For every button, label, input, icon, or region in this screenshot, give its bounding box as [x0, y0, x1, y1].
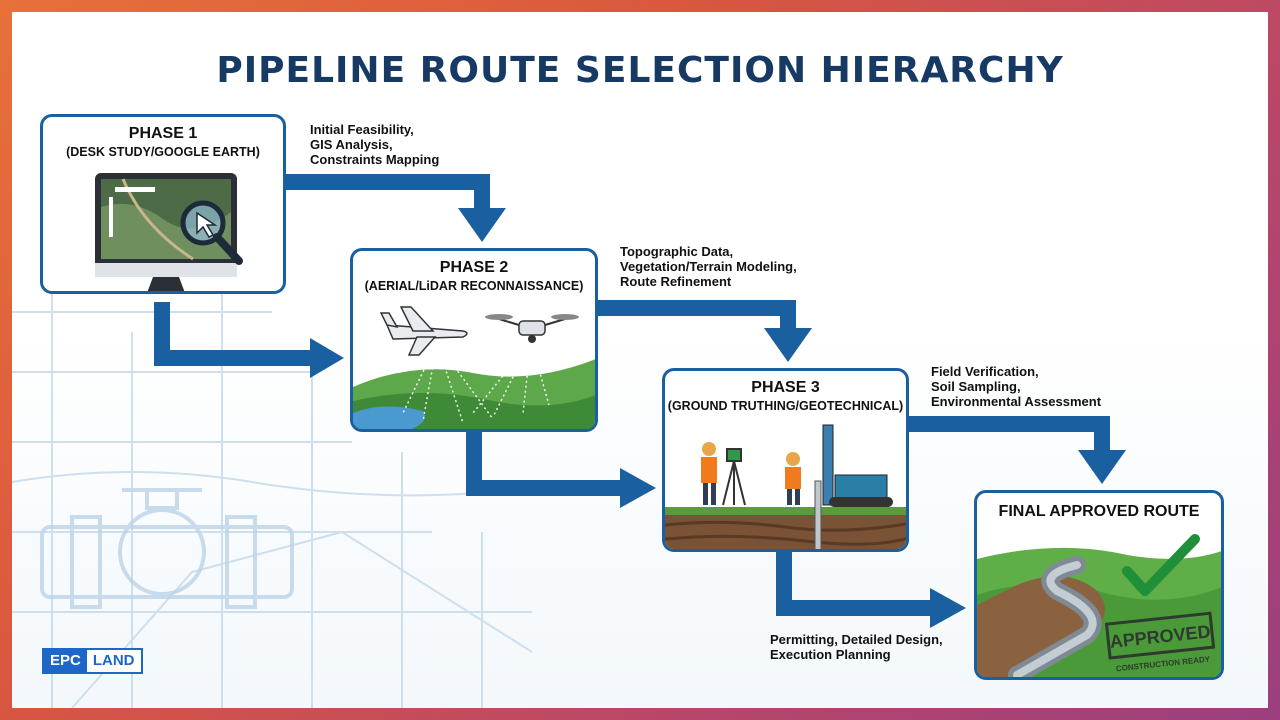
checkmark-icon	[1122, 534, 1200, 596]
phase-3-card: PHASE 3 (GROUND TRUTHING/GEOTECHNICAL)	[662, 368, 909, 552]
phase-3-subtitle: (GROUND TRUTHING/GEOTECHNICAL)	[667, 399, 904, 413]
arrow-phase2-to-phase3-top	[598, 300, 796, 330]
arrow-phase3-to-final-top	[909, 416, 1110, 452]
logo-part-2: LAND	[86, 650, 141, 672]
final-route-title: FINAL APPROVED ROUTE	[998, 503, 1200, 520]
phase-3-title: PHASE 3	[751, 379, 820, 396]
final-route-card: FINAL APPROVED ROUTE APPROVED CONSTRUCTI…	[974, 490, 1224, 680]
phase-2-subtitle: (AERIAL/LiDAR RECONNAISSANCE)	[364, 279, 584, 293]
pipe-valve-icon	[40, 488, 294, 609]
drill-rig-icon	[822, 424, 893, 507]
aerial-survey-illustration	[353, 306, 595, 429]
final-note: Permitting, Detailed Design, Execution P…	[770, 632, 943, 662]
phase-1-subtitle: (DESK STUDY/GOOGLE EARTH)	[66, 145, 260, 159]
phase-1-card: PHASE 1 (DESK STUDY/GOOGLE EARTH)	[40, 114, 286, 294]
arrow-phase1-to-phase2-top	[286, 174, 490, 210]
drone-icon	[485, 314, 579, 343]
phase-2-note: Topographic Data, Vegetation/Terrain Mod…	[620, 244, 797, 289]
phase-1-note: Initial Feasibility, GIS Analysis, Const…	[310, 122, 440, 167]
airplane-icon	[379, 306, 468, 356]
ground-survey-illustration	[665, 424, 906, 549]
field-worker-icon	[785, 452, 801, 505]
diagram-canvas: PIPELINE ROUTE SELECTION HIERARCHY PHASE…	[12, 12, 1268, 708]
epc-land-logo: EPC LAND	[42, 648, 143, 674]
arrow-phase3-to-final-left	[776, 552, 932, 616]
arrow-phase2-to-phase3-left	[466, 432, 622, 496]
phase-2-card: PHASE 2 (AERIAL/LiDAR RECONNAISSANCE)	[350, 248, 598, 432]
cursor-icon	[196, 211, 218, 238]
logo-part-1: EPC	[44, 650, 87, 672]
flow-arrows	[154, 174, 1126, 628]
approved-pipeline-illustration: APPROVED CONSTRUCTION READY	[977, 534, 1221, 677]
phase-1-title: PHASE 1	[128, 125, 198, 142]
phase-3-note: Field Verification, Soil Sampling, Envir…	[931, 364, 1102, 409]
desktop-map-icon	[95, 173, 243, 291]
phase-2-title: PHASE 2	[439, 259, 509, 276]
surveyor-icon	[701, 442, 717, 505]
total-station-icon	[722, 448, 746, 506]
page-title: PIPELINE ROUTE SELECTION HIERARCHY	[216, 50, 1064, 91]
arrow-phase1-to-phase2-left	[154, 302, 312, 366]
blueprint-background	[12, 292, 533, 708]
